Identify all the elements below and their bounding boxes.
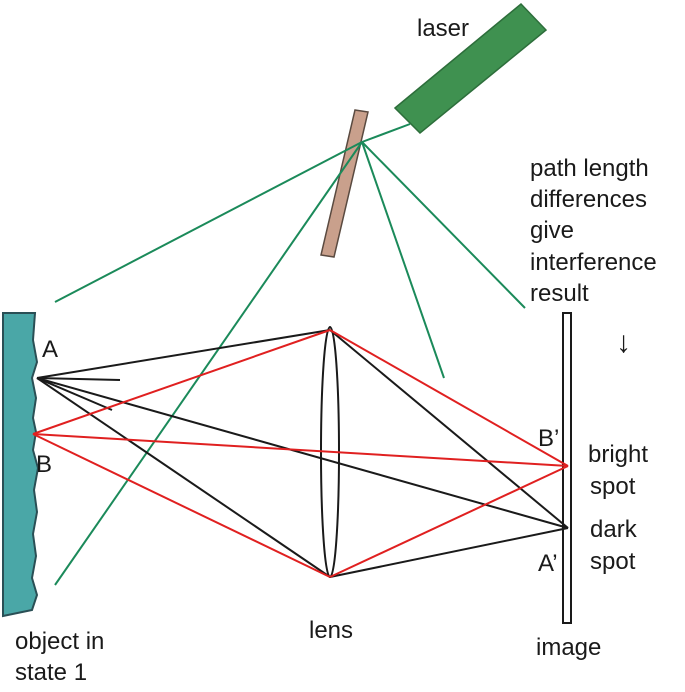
ray-b-bottom-in	[32, 433, 331, 578]
ray-b-bottom-out	[329, 465, 569, 578]
rays-from-a	[36, 329, 569, 578]
path-note: path length differences give interferenc…	[530, 155, 663, 307]
object-beam-upper	[54, 141, 363, 303]
ray-a-stub-1	[36, 377, 121, 381]
rays-from-b	[32, 329, 569, 578]
point-b-prime-label: B’	[538, 425, 559, 452]
ray-b-top-out	[329, 329, 569, 467]
object-surface	[2, 312, 40, 618]
point-b-label: B	[36, 451, 52, 478]
ray-a-top-out	[329, 329, 569, 529]
scattered-beam	[361, 141, 445, 379]
laser-beams	[54, 123, 526, 586]
ray-a-stub-2	[36, 377, 113, 411]
image-label: image	[536, 634, 601, 661]
point-a-prime-label: A’	[538, 550, 558, 577]
ray-a-bottom-in	[36, 377, 331, 578]
beam-splitter	[320, 109, 369, 258]
ray-a-top-in	[36, 329, 331, 379]
ray-a-bottom-out	[329, 527, 569, 578]
point-a-label: A	[42, 336, 58, 363]
laser-label: laser	[417, 15, 469, 42]
object-beam-lower	[54, 141, 363, 586]
dark-spot-label: dark spot	[590, 516, 643, 575]
reference-beam	[361, 141, 526, 309]
ray-b-center	[32, 433, 569, 467]
bright-spot-label: bright spot	[588, 441, 655, 500]
lens-label: lens	[309, 617, 353, 644]
laser-beam-in	[361, 123, 411, 143]
laser-device	[393, 2, 548, 135]
object-label: object in state 1	[15, 628, 111, 686]
down-arrow: ↓	[616, 326, 631, 359]
ray-a-center	[36, 377, 569, 529]
ray-b-top-in	[32, 329, 331, 435]
